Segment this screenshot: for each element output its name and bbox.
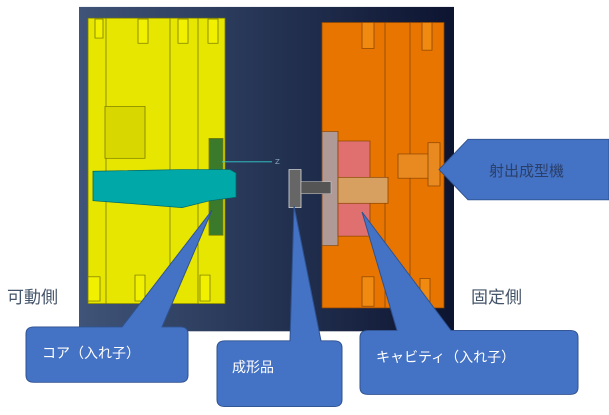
fixed-side-label: 固定側 bbox=[471, 288, 522, 308]
cavity-callout bbox=[359, 211, 579, 395]
molded-product bbox=[288, 169, 332, 208]
core-callout bbox=[25, 209, 213, 383]
molded-product-callout bbox=[216, 205, 343, 407]
core-insert bbox=[92, 169, 237, 208]
injection-machine-callout bbox=[438, 138, 609, 201]
movable-mold bbox=[87, 17, 226, 304]
core-callout-text: コア（入れ子） bbox=[42, 346, 140, 362]
injection-machine-callout-text: 射出成型機 bbox=[489, 162, 564, 180]
cavity-callout-text: キャビティ（入れ子） bbox=[376, 350, 515, 366]
movable-side-label: 可動側 bbox=[7, 288, 58, 308]
z-axis-label: Z bbox=[275, 158, 280, 166]
molded-product-callout-text: 成形品 bbox=[232, 360, 274, 376]
